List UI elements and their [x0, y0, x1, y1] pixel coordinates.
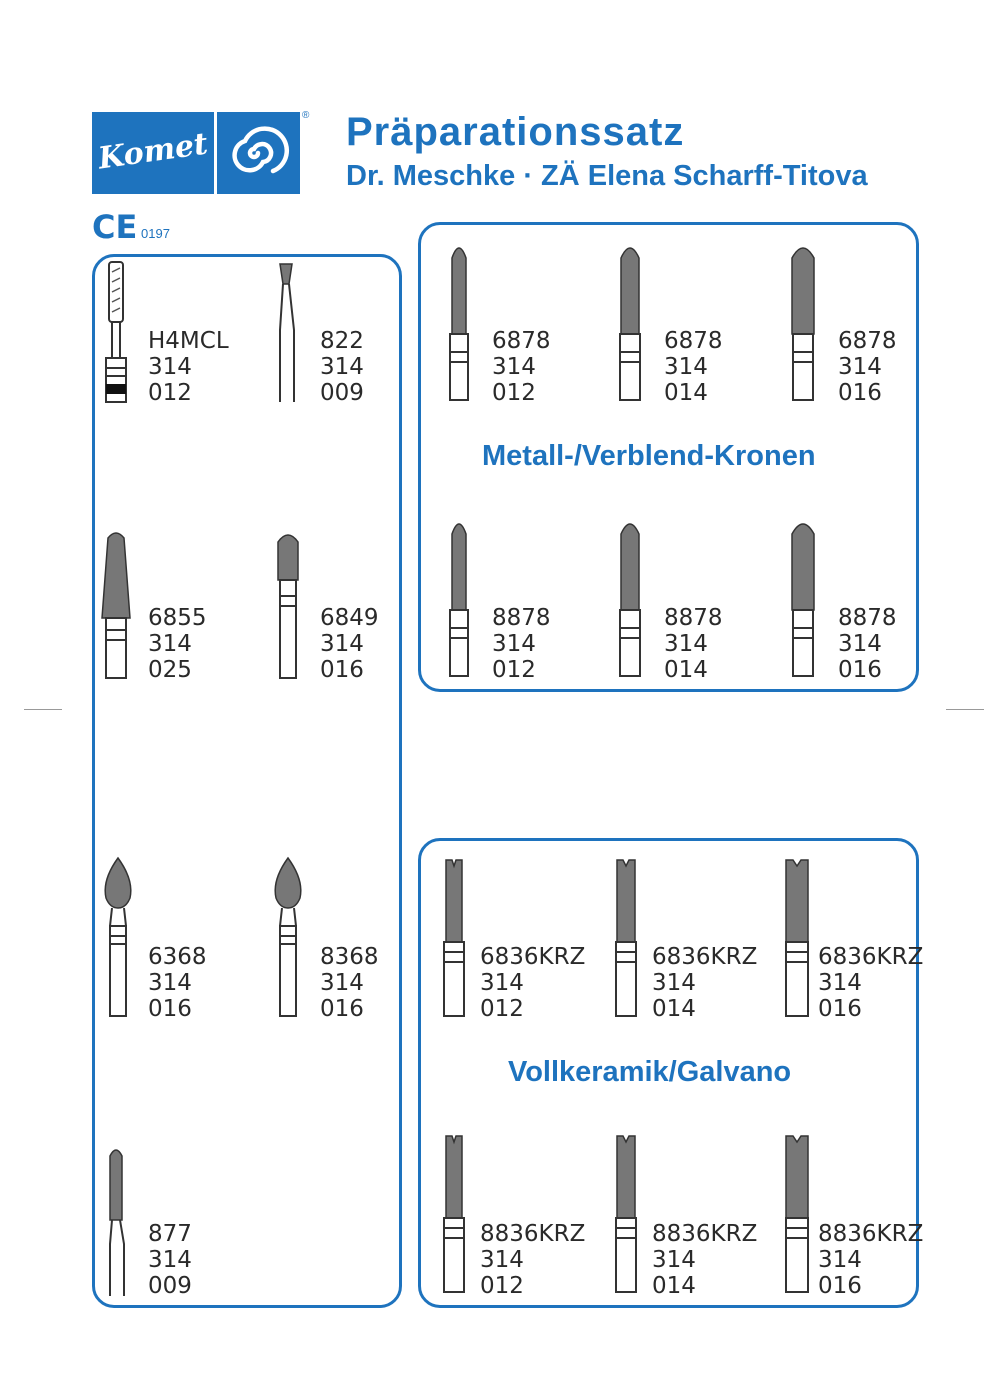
section-title-all-ceramic: Vollkeramik/Galvano — [508, 1056, 792, 1088]
flat-end-bur-icon — [785, 1135, 809, 1293]
ce-mark: CE — [92, 208, 138, 246]
flat-end-bur-icon — [443, 1135, 465, 1293]
pointed-bur-icon — [791, 523, 815, 677]
crop-mark-left — [24, 709, 62, 710]
pointed-bur-icon — [619, 247, 641, 401]
spiral-logo-icon — [232, 126, 290, 174]
round-end-bur-icon — [277, 534, 299, 679]
flame-bur-icon — [104, 856, 132, 1017]
panel-all-ceramic — [418, 838, 919, 1308]
page-subtitle: Dr. Meschke · ZÄ Elena Scharff-Titova — [346, 160, 868, 192]
registered-mark: ® — [302, 110, 310, 121]
ce-number: 0197 — [141, 226, 170, 241]
cylinder-bur-icon — [105, 261, 127, 403]
flat-end-bur-icon — [785, 859, 809, 1017]
flat-end-bur-icon — [615, 1135, 637, 1293]
section-title-metal-crowns: Metall-/Verblend-Kronen — [482, 440, 816, 472]
page-title: Präparationssatz — [346, 110, 685, 154]
panel-general-instruments — [92, 254, 402, 1308]
komet-logo: Komet — [92, 112, 300, 194]
pointed-bur-icon — [449, 523, 469, 677]
crop-mark-right — [946, 709, 984, 710]
flat-end-bur-icon — [443, 859, 465, 1017]
tapered-round-bur-icon — [101, 532, 131, 679]
logo-wordmark: Komet — [96, 126, 211, 177]
panel-metal-crowns — [418, 222, 919, 692]
pointed-bur-icon — [791, 247, 815, 401]
logo-divider — [214, 112, 217, 194]
flame-bur-icon — [274, 856, 302, 1017]
needle-bur-icon — [109, 1149, 125, 1296]
small-cone-bur-icon — [279, 263, 295, 402]
pointed-bur-icon — [619, 523, 641, 677]
flat-end-bur-icon — [615, 859, 637, 1017]
pointed-bur-icon — [449, 247, 469, 401]
